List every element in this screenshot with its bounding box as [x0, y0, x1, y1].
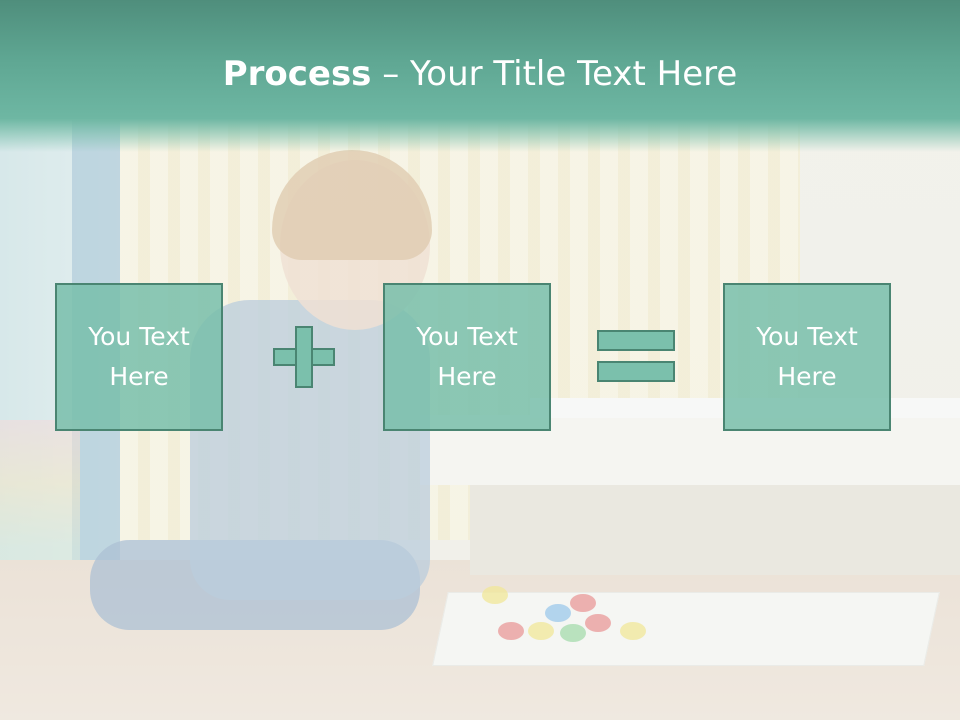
toy-peg [620, 622, 646, 640]
process-box-3-text: You Text Here [756, 322, 858, 391]
title-rest: – Your Title Text Here [371, 54, 738, 94]
toy-peg [545, 604, 571, 622]
process-box-3[interactable]: You Text Here [723, 283, 891, 431]
toy-peg [560, 624, 586, 642]
toy-blocks [0, 420, 80, 580]
toy-peg [498, 622, 524, 640]
title-bold: Process [222, 54, 372, 94]
process-box-1-text: You Text Here [88, 322, 190, 391]
title-banner: Process – Your Title Text Here [0, 0, 960, 152]
toy-peg [528, 622, 554, 640]
process-box-2-text: You Text Here [416, 322, 518, 391]
process-box-1[interactable]: You Text Here [55, 283, 223, 431]
toy-peg [585, 614, 611, 632]
toy-peg [482, 586, 508, 604]
plus-icon [273, 326, 335, 388]
equals-icon [597, 330, 675, 384]
process-box-2[interactable]: You Text Here [383, 283, 551, 431]
toy-peg [570, 594, 596, 612]
slide-title: Process – Your Title Text Here [0, 54, 960, 94]
bed-shadow [470, 485, 960, 575]
